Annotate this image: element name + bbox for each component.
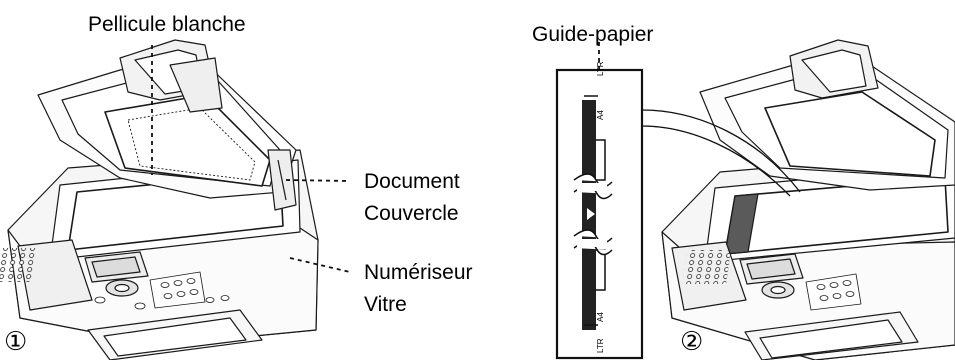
- guide-mark-ltr-top: LTR: [596, 61, 605, 76]
- guide-mark-a4-top: A4: [596, 110, 605, 120]
- paper-guide-zoom: [555, 68, 801, 360]
- label-pellicule-blanche: Pellicule blanche: [88, 13, 246, 36]
- panel-number-1: ①: [4, 327, 28, 357]
- label-guide-papier: Guide-papier: [532, 23, 654, 46]
- guide-mark-a4-bottom: A4: [596, 312, 605, 322]
- leader-numeriseur: [289, 257, 351, 273]
- label-document: Document: [364, 170, 460, 193]
- guide-mark-ltr-bottom: LTR: [596, 338, 605, 353]
- leader-lines: [151, 42, 600, 273]
- left-machine: [0, 39, 319, 360]
- label-vitre: Vitre: [364, 293, 407, 316]
- right-machine: [661, 39, 955, 360]
- panel-number-2: ②: [680, 327, 704, 357]
- leader-document: [285, 179, 351, 182]
- label-couvercle: Couvercle: [364, 202, 459, 225]
- label-numeriseur: Numériseur: [364, 261, 473, 284]
